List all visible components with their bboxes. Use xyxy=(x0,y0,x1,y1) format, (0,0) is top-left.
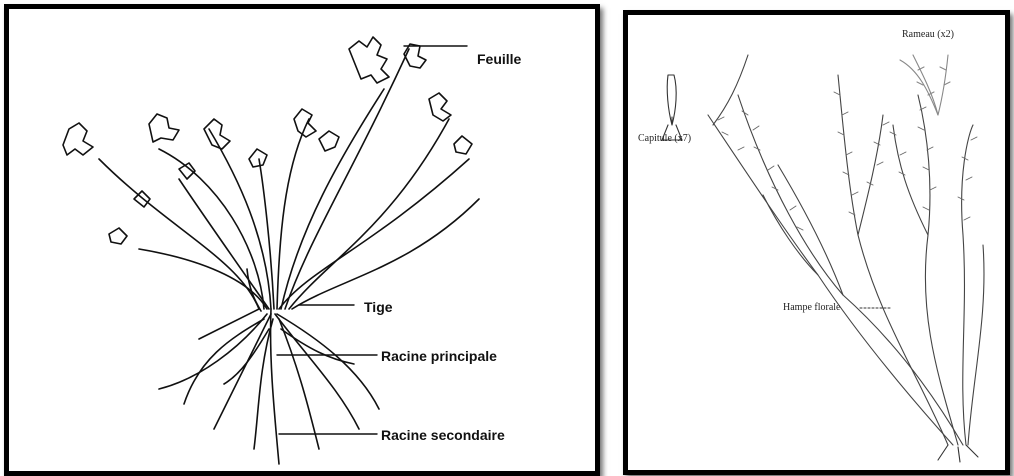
leader-lines xyxy=(277,46,467,434)
label-leaf: Feuille xyxy=(477,51,521,67)
label-stem: Tige xyxy=(364,299,393,315)
plant-drawing xyxy=(9,9,595,471)
capitulum-inset xyxy=(662,75,682,140)
label-secondary-root: Racine secondaire xyxy=(381,427,505,443)
plant-diagram-panel: Feuille Tige Racine principale Racine se… xyxy=(4,4,600,476)
botanical-illustration-panel: Rameau (x2) Capitule (x7) Hampe florale xyxy=(623,10,1010,475)
branch-inset xyxy=(900,55,950,115)
stems xyxy=(99,49,479,311)
label-flower-stalk: Hampe florale xyxy=(783,302,840,313)
label-capitulum: Capitule (x7) xyxy=(638,133,691,144)
roots xyxy=(159,309,379,464)
label-main-root: Racine principale xyxy=(381,348,497,364)
botanical-drawing xyxy=(628,15,1005,470)
leaf-clusters xyxy=(63,37,472,244)
label-branch: Rameau (x2) xyxy=(902,29,954,40)
plant-base xyxy=(938,445,978,462)
